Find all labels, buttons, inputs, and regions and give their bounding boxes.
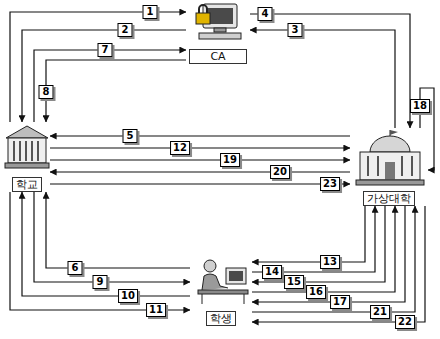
base [5, 163, 49, 168]
head [204, 260, 216, 272]
dome [370, 136, 410, 152]
ca-computer-icon [196, 4, 241, 39]
callout-number: 17 [330, 295, 350, 309]
callout-number: 18 [410, 99, 430, 113]
entity-node: 학생 [190, 255, 252, 326]
message-arrow [22, 30, 186, 122]
screen [229, 271, 243, 281]
roof [6, 126, 48, 138]
callout-number: 1 [143, 5, 158, 19]
callout-number: 11 [146, 303, 166, 317]
callout-number: 3 [288, 23, 303, 37]
building-body [8, 138, 46, 163]
callout-number: 9 [93, 275, 108, 289]
screen [207, 8, 233, 24]
callout-number: 21 [370, 305, 390, 319]
message-arrow [50, 135, 350, 136]
virtual-university-icon [356, 130, 424, 185]
callout-number: 4 [258, 7, 273, 21]
callout-number: 8 [39, 85, 54, 99]
message-arrow [250, 30, 395, 128]
padlock-shackle [199, 5, 207, 13]
message-arrow [10, 192, 190, 310]
node-label: CA [189, 49, 247, 64]
flag [390, 130, 398, 135]
message-arrow [50, 147, 350, 148]
message-arrow [46, 60, 186, 122]
message-arrow [252, 206, 375, 272]
message-arrow [50, 159, 350, 160]
message-arrow [22, 192, 190, 296]
callout-number: 20 [270, 165, 290, 179]
message-arrow [34, 50, 186, 122]
callout-number: 12 [170, 141, 190, 155]
callout-number: 7 [98, 43, 113, 57]
node-label: 학교 [12, 177, 42, 192]
node-label: 가상대학 [363, 191, 415, 206]
message-arrow [10, 12, 186, 122]
callout-number: 10 [118, 289, 138, 303]
callout-number: 2 [118, 23, 133, 37]
school-building-icon [5, 126, 49, 168]
desk [198, 290, 248, 294]
stand [214, 28, 226, 32]
message-arrow [252, 206, 415, 312]
message-arrow [252, 206, 405, 302]
callout-number: 16 [306, 285, 326, 299]
student-icon [198, 260, 248, 304]
message-arrow [50, 183, 350, 184]
columns [14, 141, 38, 161]
entity-node: CA [186, 2, 250, 64]
keyboard [199, 33, 241, 39]
base [356, 180, 424, 185]
message-arrow [34, 192, 190, 282]
callout-number: 5 [123, 129, 138, 143]
message-arrow [420, 88, 434, 170]
message-arrow [252, 206, 385, 282]
entity-node: 학교 [3, 122, 50, 192]
callout-number: 6 [68, 261, 83, 275]
callout-number: 13 [320, 255, 340, 269]
callout-number: 23 [320, 177, 340, 191]
building-body [360, 152, 420, 180]
entity-node: 가상대학 [350, 128, 428, 206]
message-arrow [46, 192, 190, 268]
monitor [226, 268, 246, 284]
callout-number: 14 [262, 265, 282, 279]
message-arrow [252, 206, 425, 322]
message-arrow [250, 14, 410, 128]
message-arrow [252, 206, 395, 292]
callout-number: 19 [220, 153, 240, 167]
padlock-body [196, 13, 210, 24]
door [385, 162, 395, 180]
desk-legs [202, 294, 244, 304]
body [202, 274, 228, 290]
message-arrow [50, 171, 350, 172]
node-label: 학생 [206, 311, 236, 326]
message-arrow [252, 206, 365, 262]
callout-number: 15 [284, 275, 304, 289]
callout-number: 22 [395, 315, 415, 329]
